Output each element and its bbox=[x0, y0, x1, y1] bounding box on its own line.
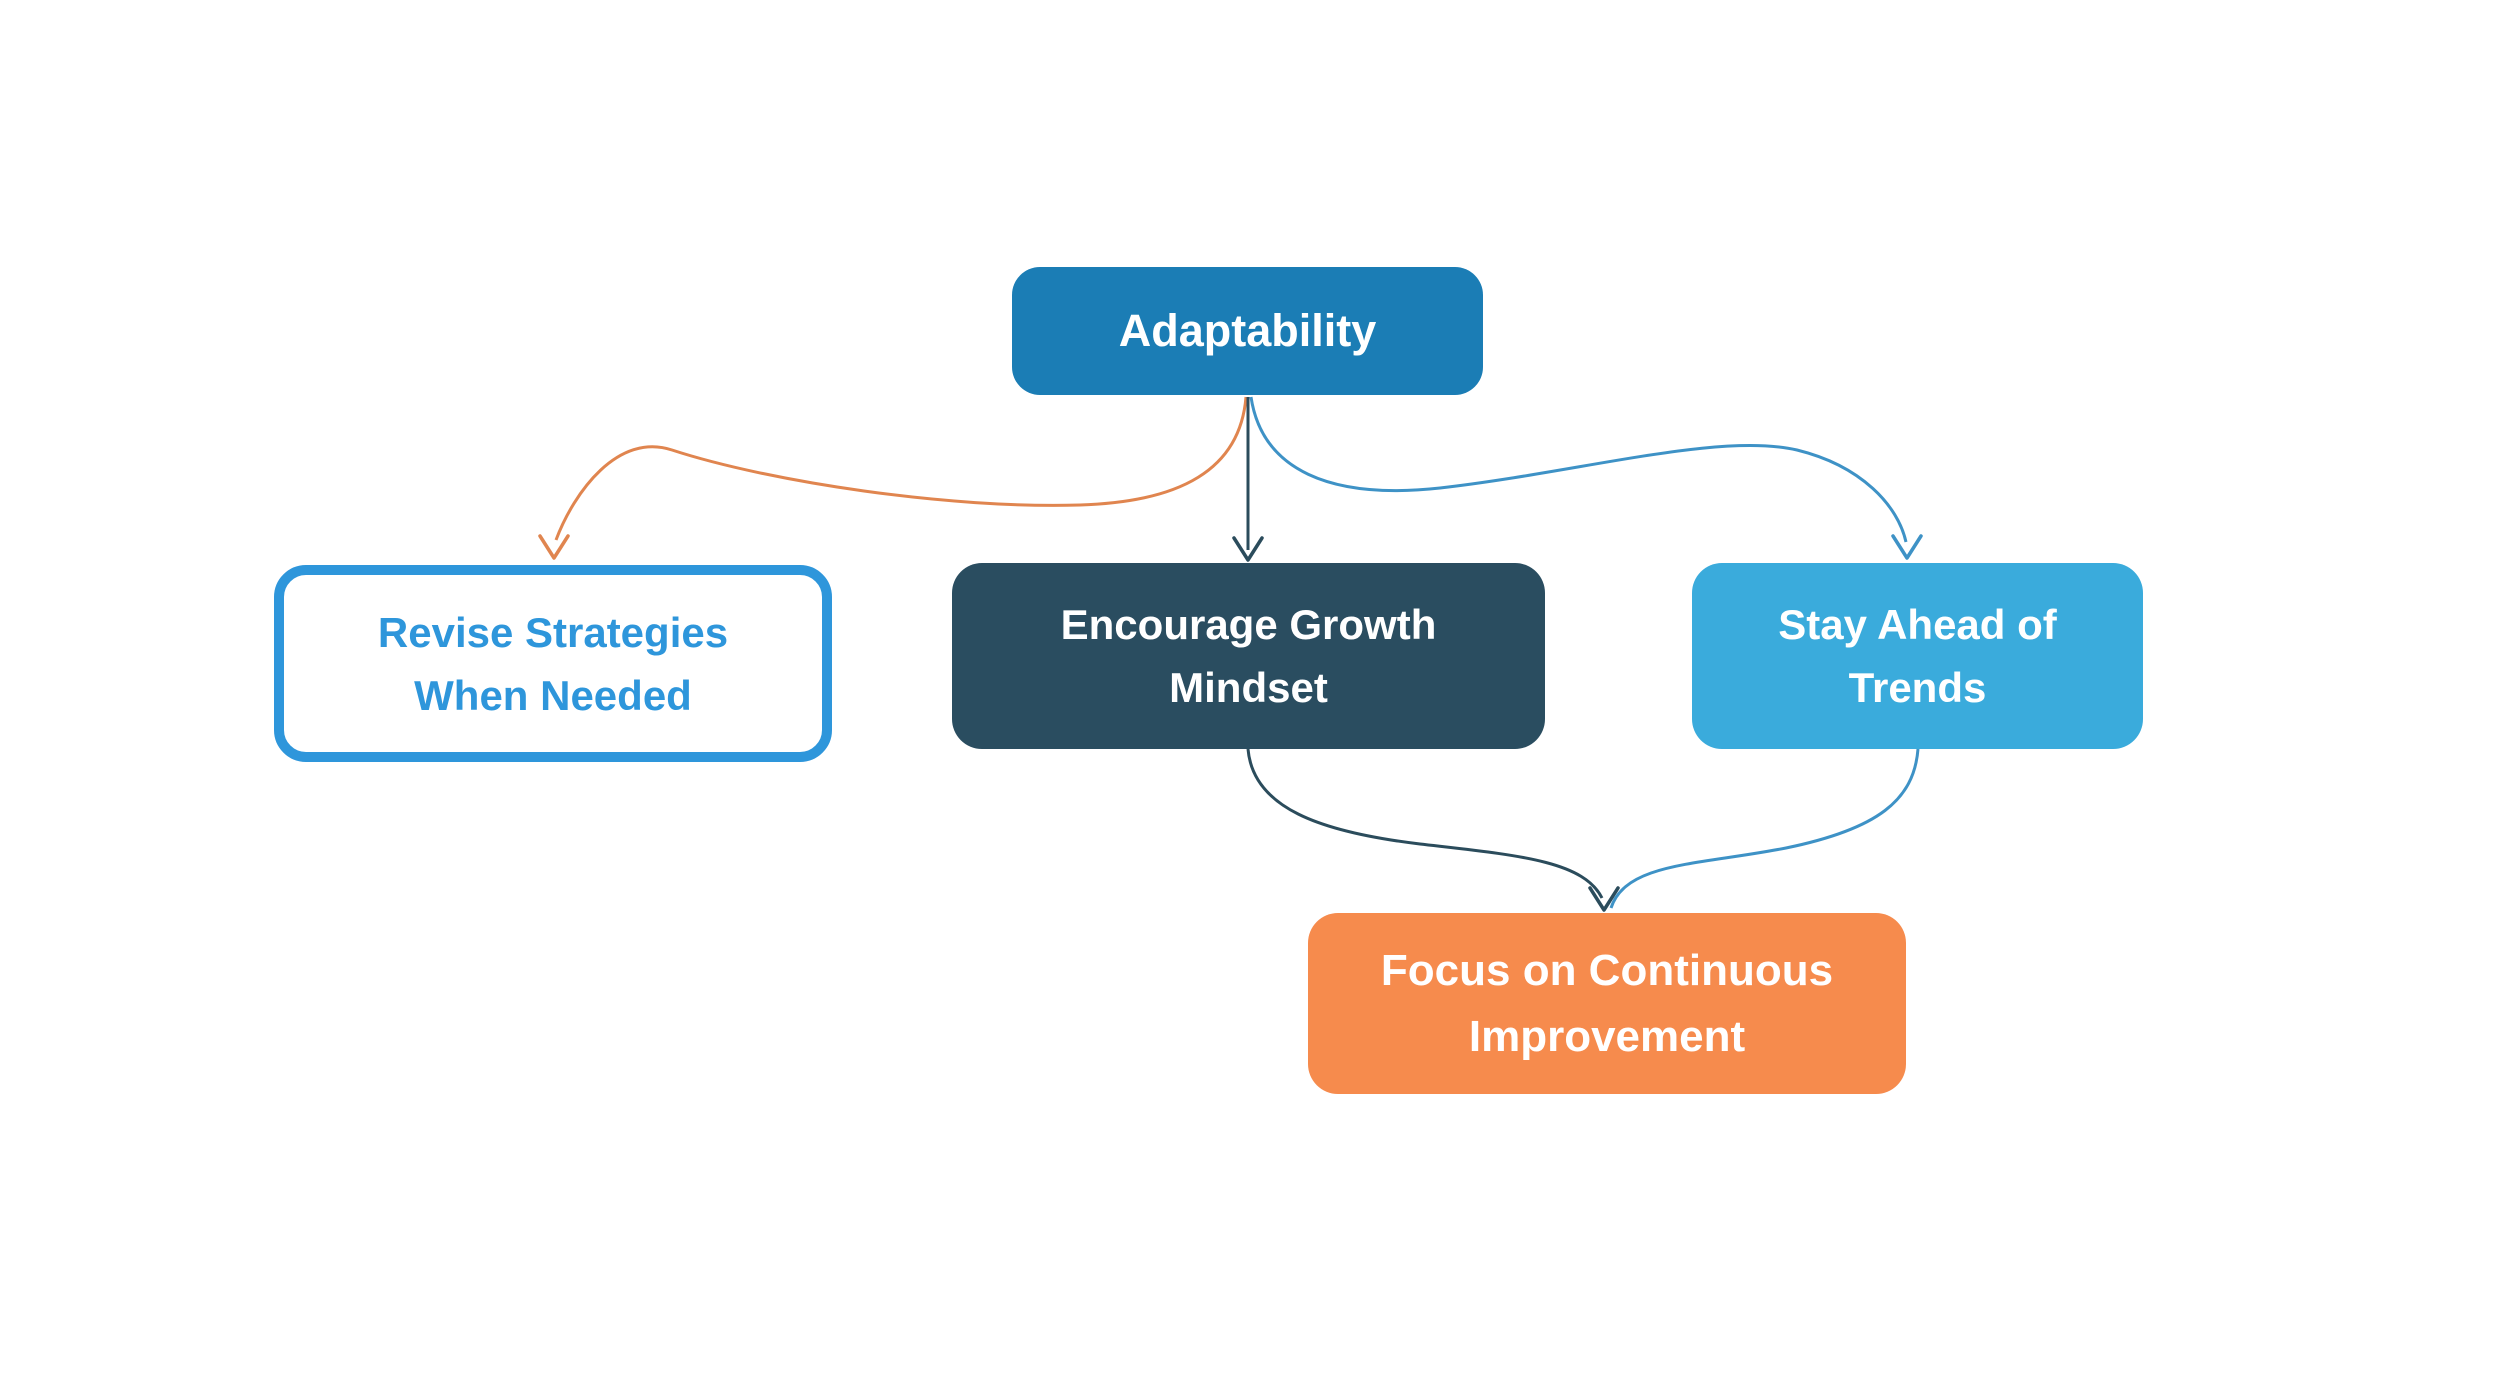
arrowhead-revise-icon bbox=[538, 534, 570, 560]
arrowhead-growth-icon bbox=[1232, 536, 1264, 562]
node-label-line: Stay Ahead of bbox=[1778, 601, 2057, 648]
node-adaptability: Adaptability bbox=[1012, 267, 1483, 395]
node-label-line: When Needed bbox=[414, 671, 692, 719]
node-label-line: Mindset bbox=[1169, 664, 1328, 711]
node-continuous-improvement: Focus on Continuous Improvement bbox=[1308, 913, 1906, 1094]
edge-adaptability-to-trends bbox=[1249, 396, 1908, 543]
node-label-line: Improvement bbox=[1468, 1011, 1746, 1061]
node-label-line: Revise Strategies bbox=[377, 608, 729, 656]
arrowhead-trends-icon bbox=[1891, 534, 1923, 560]
edge-trends-to-focus bbox=[1609, 748, 1920, 909]
node-revise-strategies: Revise Strategies When Needed bbox=[274, 565, 832, 762]
node-growth-mindset: Encourage Growth Mindset bbox=[952, 563, 1545, 749]
arrowhead-focus-icon bbox=[1588, 886, 1620, 912]
edge-adaptability-to-revise bbox=[554, 396, 1248, 541]
node-stay-ahead: Stay Ahead of Trends bbox=[1692, 563, 2143, 749]
node-label-line: Encourage Growth bbox=[1060, 601, 1437, 648]
node-label-line: Trends bbox=[1848, 664, 1987, 711]
edge-growth-to-focus bbox=[1246, 748, 1604, 899]
node-label-line: Adaptability bbox=[1118, 305, 1377, 357]
node-label-line: Focus on Continuous bbox=[1380, 945, 1834, 995]
